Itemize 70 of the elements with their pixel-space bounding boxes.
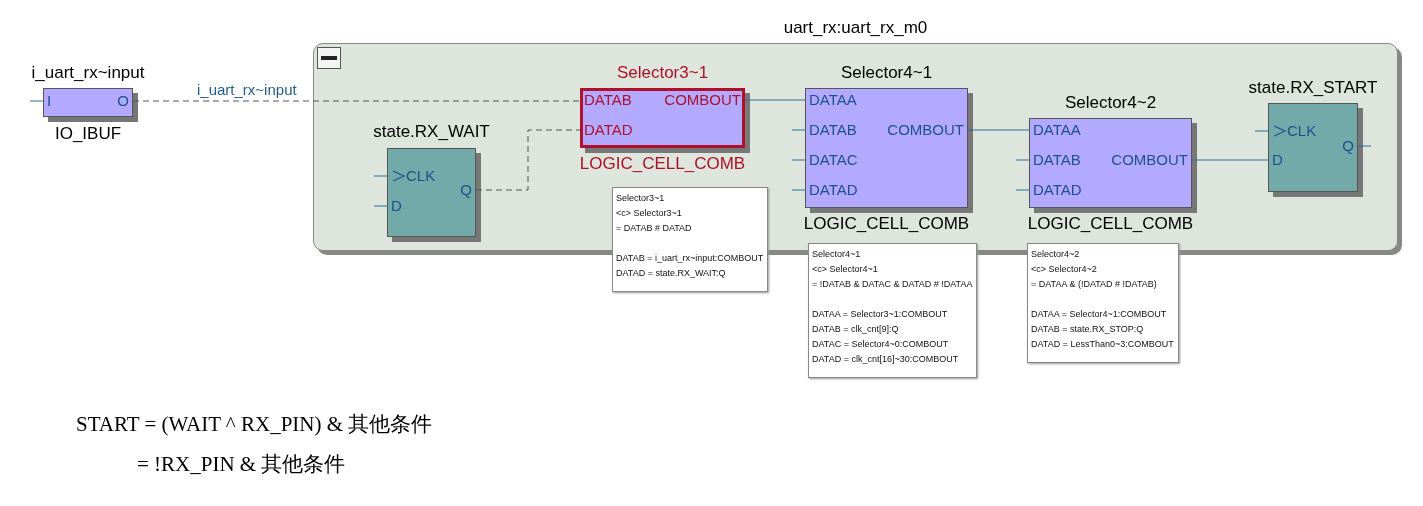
- formula-text: = !RX_PIN & 其他条件: [137, 451, 346, 478]
- tooltip-text: Selector3~1: [616, 192, 666, 205]
- port-label: COMBOUT: [1111, 151, 1188, 169]
- module-title: uart_rx:uart_rx_m0: [783, 18, 928, 38]
- cell-type: LOGIC_CELL_COMB: [1027, 214, 1194, 234]
- cell-name: state.RX_START: [1248, 78, 1378, 98]
- cell-type: IO_IBUF: [54, 124, 122, 144]
- port-label: I: [47, 92, 52, 110]
- tooltip-text: DATAB = clk_cnt[9]:Q: [812, 323, 900, 336]
- wire: [1254, 130, 1269, 132]
- tooltip-card: [1027, 243, 1179, 363]
- port-label: DATAA: [809, 91, 857, 109]
- port-label: DATAD: [809, 181, 858, 199]
- tooltip-text: Selector4~1: [812, 248, 862, 261]
- tooltip-text: DATAA = Selector4~1:COMBOUT: [1031, 308, 1168, 321]
- wire: [1015, 189, 1030, 191]
- tooltip-text: <c> Selector4~1: [812, 263, 879, 276]
- tooltip-text: Selector4~2: [1031, 248, 1081, 261]
- wire: [1191, 159, 1269, 161]
- port-label: DATAB: [809, 121, 857, 139]
- tooltip-card: [612, 187, 769, 292]
- cell-name: Selector4~2: [1064, 93, 1157, 113]
- tooltip-text: <c> Selector3~1: [616, 207, 683, 220]
- port-label: DATAB: [1033, 151, 1081, 169]
- port-label: CLK: [406, 167, 436, 185]
- tooltip-text: DATAD = clk_cnt[16]~30:COMBOUT: [812, 353, 960, 366]
- cell-name: Selector3~1: [616, 63, 709, 83]
- port-label: DATAD: [584, 121, 633, 139]
- tooltip-text: DATAA = Selector3~1:COMBOUT: [812, 308, 949, 321]
- wire-label: i_uart_rx~input: [197, 81, 297, 99]
- cell-name: state.RX_WAIT: [373, 122, 490, 142]
- wire: [791, 129, 806, 131]
- port-label: O: [117, 92, 129, 110]
- tooltip-text: DATAD = LessThan0~3:COMBOUT: [1031, 338, 1174, 351]
- wire: [475, 129, 581, 191]
- port-label: DATAA: [1033, 121, 1081, 139]
- wire: [791, 189, 806, 191]
- port-label: Q: [1342, 137, 1354, 155]
- wire: [1015, 159, 1030, 161]
- tooltip-text: = !DATAB & DATAC & DATAD # !DATAA: [812, 278, 973, 291]
- cell-name: i_uart_rx~input: [31, 63, 145, 83]
- wire: [373, 205, 388, 207]
- wire: [744, 99, 806, 101]
- tooltip-text: DATAC = Selector4~0:COMBOUT: [812, 338, 950, 351]
- wire: [1357, 145, 1372, 147]
- tooltip-text: DATAB = i_uart_rx~input:COMBOUT: [616, 252, 764, 265]
- port-label: DATAC: [809, 151, 858, 169]
- port-label: CLK: [1287, 122, 1317, 140]
- port-label: COMBOUT: [664, 91, 741, 109]
- cell-type: LOGIC_CELL_COMB: [803, 214, 970, 234]
- tooltip-card: [808, 243, 978, 378]
- port-label: D: [391, 197, 402, 215]
- wire: [373, 175, 388, 177]
- port-label: Q: [460, 181, 472, 199]
- cell-type: LOGIC_CELL_COMB: [579, 154, 746, 174]
- port-label: DATAD: [1033, 181, 1082, 199]
- wire: [791, 159, 806, 161]
- tooltip-text: DATAB = state.RX_STOP:Q: [1031, 323, 1145, 336]
- tooltip-text: <c> Selector4~2: [1031, 263, 1098, 276]
- tooltip-text: = DATAA & (!DATAD # !DATAB): [1031, 278, 1158, 291]
- tooltip-text: = DATAB # DATAD: [616, 222, 693, 235]
- tooltip-text: DATAD = state.RX_WAIT:Q: [616, 267, 727, 280]
- formula-text: START = (WAIT ^ RX_PIN) & 其他条件: [76, 411, 433, 438]
- port-label: DATAB: [584, 91, 632, 109]
- wire: [132, 100, 581, 102]
- wire: [967, 129, 1030, 131]
- port-label: D: [1272, 151, 1283, 169]
- port-label: COMBOUT: [887, 121, 964, 139]
- cell-name: Selector4~1: [840, 63, 933, 83]
- wire: [29, 100, 44, 102]
